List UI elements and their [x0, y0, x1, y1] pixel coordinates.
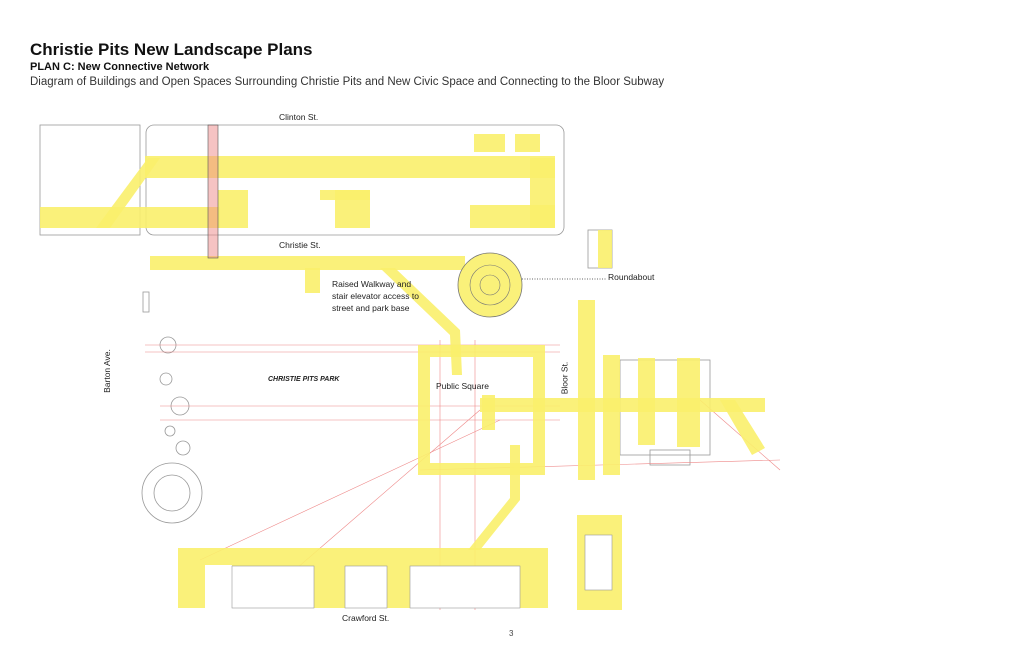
label-christie-pits-park: CHRISTIE PITS PARK: [268, 376, 340, 383]
proposed-network: [40, 134, 765, 610]
roundabout-kiosk: [598, 230, 612, 268]
north-walkway: [145, 156, 555, 178]
tree-circle: [159, 372, 173, 386]
tree-circle: [175, 440, 191, 456]
bloor-strip: [638, 358, 655, 445]
label-walkway: stair elevator access to: [332, 291, 419, 301]
east-ramp: [720, 400, 765, 455]
label-clinton-st: Clinton St.: [279, 112, 319, 122]
label-bloor-st: Bloor St.: [559, 361, 570, 395]
tree-circle: [141, 462, 203, 524]
label-barton-ave: Barton Ave.: [101, 349, 112, 393]
label-roundabout: Roundabout: [608, 272, 655, 282]
bloor-strip: [603, 355, 620, 475]
tree-circle: [164, 425, 176, 437]
page-title: Christie Pits New Landscape Plans: [30, 40, 313, 59]
red-hatch-strip: [207, 124, 219, 259]
south-connector: [468, 445, 520, 550]
label-walkway: street and park base: [332, 303, 410, 313]
label-walkway: Raised Walkway and: [332, 279, 412, 289]
page-number: 3: [509, 629, 514, 638]
plan-subtitle: PLAN C: New Connective Network: [30, 61, 210, 73]
bloor-strip: [677, 358, 700, 447]
west-block: [40, 207, 220, 228]
connector-walkway: [380, 268, 462, 375]
bloor-strip: [578, 300, 595, 480]
plan-description: Diagram of Buildings and Open Spaces Sur…: [30, 76, 665, 88]
christie-raised-walkway: [150, 256, 465, 270]
roundabout-circle: [457, 252, 523, 318]
label-crawford-st: Crawford St.: [342, 613, 390, 623]
label-public-square: Public Square: [436, 381, 489, 391]
label-christie-st: Christie St.: [279, 240, 321, 250]
north-block-outline: [145, 124, 565, 236]
